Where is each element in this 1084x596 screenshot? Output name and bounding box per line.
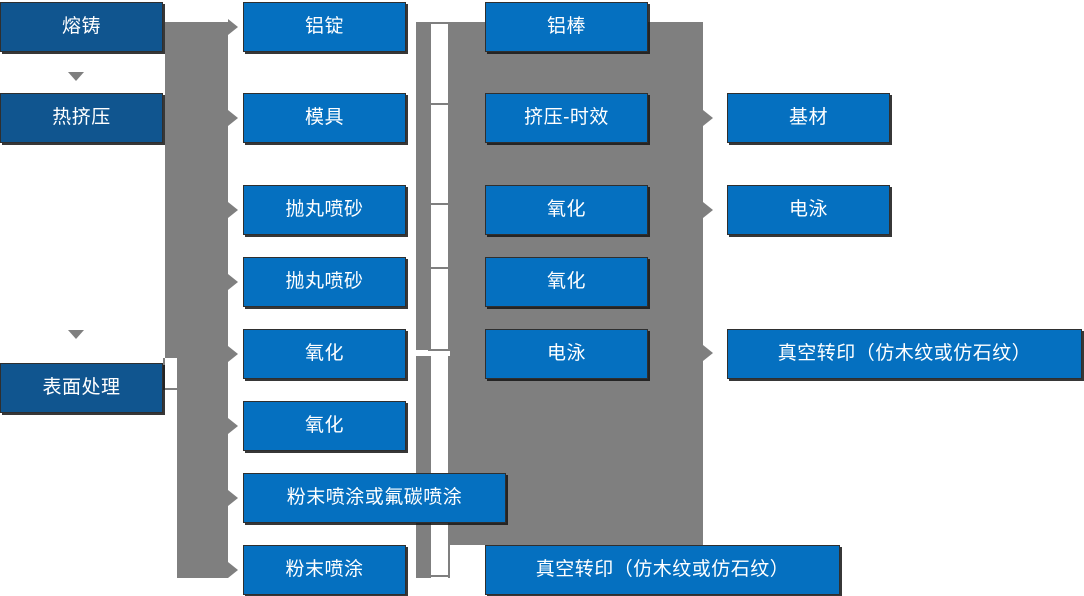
- node-aluminum-bar-label: 铝棒: [546, 15, 586, 37]
- node-aluminum-bar[interactable]: 铝棒: [485, 2, 648, 52]
- node-shot-blasting-2[interactable]: 抛丸喷砂: [243, 257, 406, 307]
- right-arrow-icon-to-shot-blasting-1: [228, 202, 238, 218]
- connector-tie-row-5: [428, 349, 450, 351]
- node-surface-treatment[interactable]: 表面处理: [0, 363, 163, 413]
- connector-stub-surface-treatment: [163, 388, 179, 390]
- node-shot-blasting-2-label: 抛丸喷砂: [285, 270, 364, 292]
- connector-band-left-lower: [177, 358, 228, 578]
- node-powder-coating[interactable]: 粉末喷涂: [243, 545, 406, 595]
- right-arrow-icon-to-powder-or-pvdf: [228, 490, 238, 506]
- node-oxidation-1[interactable]: 氧化: [243, 329, 406, 379]
- right-arrow-icon-to-aluminum-ingot: [228, 19, 238, 35]
- node-base-material-label: 基材: [788, 106, 828, 128]
- node-vacuum-transfer-2-label: 真空转印（仿木纹或仿石纹）: [777, 342, 1032, 364]
- node-electrophoresis-2[interactable]: 电泳: [727, 185, 890, 235]
- node-aluminum-ingot[interactable]: 铝锭: [243, 2, 406, 52]
- node-shot-blasting-1[interactable]: 抛丸喷砂: [243, 185, 406, 235]
- node-electrophoresis-1[interactable]: 电泳: [485, 329, 648, 379]
- right-arrow-icon-to-electrophoresis-2: [703, 202, 713, 218]
- node-oxidation-3-label: 氧化: [546, 198, 586, 220]
- right-arrow-icon-to-mold: [228, 110, 238, 126]
- right-arrow-icon-to-vacuum-transfer-2: [703, 345, 713, 361]
- node-oxidation-1-label: 氧化: [304, 342, 344, 364]
- node-melt-cast[interactable]: 熔铸: [0, 2, 163, 52]
- right-arrow-icon-to-base-material: [703, 110, 713, 126]
- node-oxidation-2-label: 氧化: [304, 414, 344, 436]
- node-hot-extrusion[interactable]: 热挤压: [0, 93, 163, 143]
- node-oxidation-4-label: 氧化: [546, 270, 586, 292]
- node-powder-or-pvdf-coating[interactable]: 粉末喷涂或氟碳喷涂: [243, 473, 506, 523]
- connector-tie-row-4: [428, 267, 450, 269]
- connector-band-left-upper: [165, 22, 228, 358]
- node-extrusion-aging-label: 挤压-时效: [524, 106, 609, 128]
- node-vacuum-transfer-1[interactable]: 真空转印（仿木纹或仿石纹）: [485, 545, 840, 595]
- right-arrow-icon-to-oxidation-1: [228, 346, 238, 362]
- node-electrophoresis-2-label: 电泳: [788, 198, 828, 220]
- node-vacuum-transfer-2[interactable]: 真空转印（仿木纹或仿石纹）: [727, 329, 1082, 379]
- connector-stub-surface-treatment-vertical: [163, 358, 165, 390]
- node-hot-extrusion-label: 热挤压: [52, 106, 111, 128]
- right-arrow-icon-to-shot-blasting-2: [228, 274, 238, 290]
- node-oxidation-4[interactable]: 氧化: [485, 257, 648, 307]
- node-extrusion-aging[interactable]: 挤压-时效: [485, 93, 648, 143]
- node-vacuum-transfer-1-label: 真空转印（仿木纹或仿石纹）: [535, 558, 790, 580]
- node-mold-label: 模具: [304, 106, 344, 128]
- right-arrow-icon-to-oxidation-2: [228, 418, 238, 434]
- connector-tie-row-6: [428, 575, 450, 577]
- right-arrow-icon-to-powder-coating: [228, 562, 238, 578]
- node-electrophoresis-1-label: 电泳: [546, 342, 586, 364]
- connector-bar-middle-right-lower: [448, 356, 450, 578]
- node-shot-blasting-1-label: 抛丸喷砂: [285, 198, 364, 220]
- node-aluminum-ingot-label: 铝锭: [304, 15, 344, 37]
- connector-tie-row-3: [428, 203, 450, 205]
- node-oxidation-2[interactable]: 氧化: [243, 401, 406, 451]
- connector-bar-middle-left-lower: [416, 356, 431, 578]
- node-powder-coating-label: 粉末喷涂: [285, 558, 364, 580]
- connector-bar-middle-right: [448, 22, 450, 350]
- node-powder-or-pvdf-coating-label: 粉末喷涂或氟碳喷涂: [286, 486, 463, 508]
- connector-tie-row-1: [428, 22, 450, 24]
- node-melt-cast-label: 熔铸: [61, 15, 101, 37]
- node-oxidation-3[interactable]: 氧化: [485, 185, 648, 235]
- connector-bar-middle-left: [416, 22, 431, 350]
- connector-tie-row-2: [428, 103, 450, 105]
- node-mold[interactable]: 模具: [243, 93, 406, 143]
- node-base-material[interactable]: 基材: [727, 93, 890, 143]
- down-arrow-icon-melt-to-extrusion: [68, 72, 84, 81]
- down-arrow-icon-extrusion-to-surface: [68, 330, 84, 339]
- node-surface-treatment-label: 表面处理: [42, 376, 121, 398]
